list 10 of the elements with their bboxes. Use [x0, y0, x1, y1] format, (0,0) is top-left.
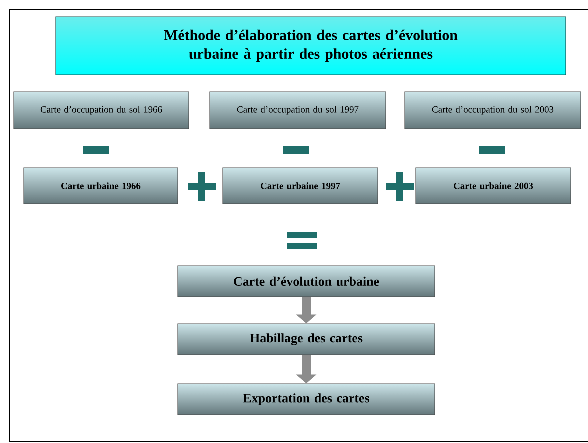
process-box: Exportation des cartes: [178, 384, 436, 416]
process-box: Carte d’occupation du sol 1997: [210, 92, 386, 130]
process-box: Carte d’évolution urbaine: [178, 266, 436, 298]
process-box: Carte d’occupation du sol 2003: [404, 92, 582, 130]
process-box: Habillage des cartes: [178, 324, 436, 356]
process-box: Carte urbaine 1997: [222, 168, 378, 204]
process-box: Carte urbaine 2003: [416, 168, 572, 204]
process-box: Carte d’occupation du sol 1966: [14, 92, 190, 130]
process-box: Carte urbaine 1966: [24, 168, 178, 204]
title-box: Méthode d’élaboration des cartes d’évolution urbaine à partir des photos aériennes: [56, 16, 566, 76]
